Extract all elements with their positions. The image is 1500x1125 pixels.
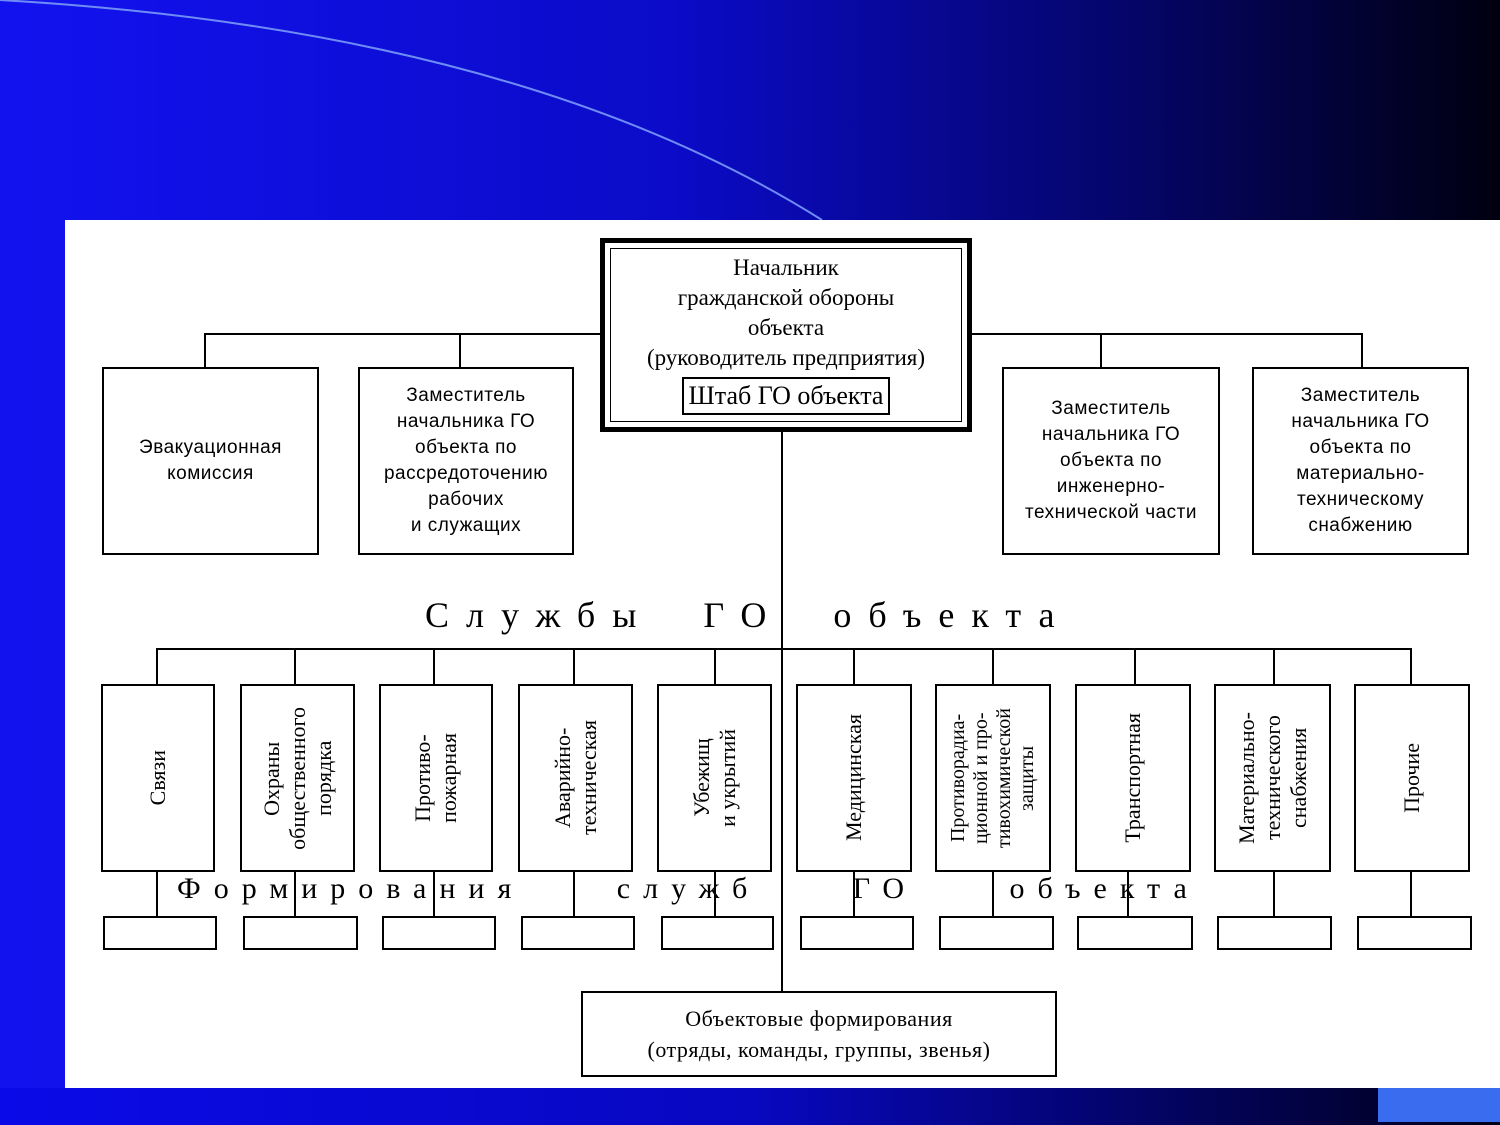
connector-fm-10 bbox=[1410, 872, 1412, 916]
connector-fm-4 bbox=[573, 872, 575, 916]
formations-heading: Формирования служб ГО объекта bbox=[177, 872, 1200, 905]
service-label: Аварийно- техническая bbox=[549, 720, 601, 836]
connector-svc-4 bbox=[573, 648, 575, 684]
deputy-supply-label: Заместитель начальника ГО объекта по мат… bbox=[1291, 385, 1430, 536]
object-formations-box: Объектовые формирования (отряды, команды… bbox=[581, 991, 1057, 1077]
connector-fm-3 bbox=[433, 872, 435, 916]
connector-svc-10 bbox=[1410, 648, 1412, 684]
formation-box bbox=[521, 916, 635, 950]
connector-drop-3 bbox=[1100, 333, 1102, 367]
formation-box bbox=[1217, 916, 1332, 950]
chief-title: Начальник гражданской обороны объекта (р… bbox=[646, 255, 926, 370]
service-box-medical: Медицинская bbox=[796, 684, 912, 872]
formation-box bbox=[661, 916, 774, 950]
shtab-box: Штаб ГО объекта bbox=[681, 377, 891, 415]
connector-fm-8 bbox=[1127, 872, 1129, 916]
service-label: Противо- пожарная bbox=[410, 733, 461, 823]
service-box-fire: Противо- пожарная bbox=[379, 684, 493, 872]
object-formations-label: Объектовые формирования (отряды, команды… bbox=[647, 1006, 991, 1062]
service-label: Медицинская bbox=[841, 714, 866, 842]
deputy-dispersal-label: Заместитель начальника ГО объекта по рас… bbox=[383, 385, 549, 536]
connector-svc-3 bbox=[433, 648, 435, 684]
deputy-engineering-label: Заместитель начальника ГО объекта по инж… bbox=[1025, 398, 1197, 523]
service-box-shelters: Убежищ и укрытий bbox=[657, 684, 772, 872]
deputy-supply-box: Заместитель начальника ГО объекта по мат… bbox=[1252, 367, 1469, 555]
service-label: Противорадиа- ционной и про- тивохимичес… bbox=[947, 707, 1038, 849]
service-label: Охраны общественного порядка bbox=[258, 706, 336, 850]
deputy-dispersal-box: Заместитель начальника ГО объекта по рас… bbox=[358, 367, 574, 555]
services-heading: Службы ГО объекта bbox=[425, 595, 1072, 635]
connector-fm-9 bbox=[1273, 872, 1275, 916]
connector-svc-6 bbox=[853, 648, 855, 684]
service-box-other: Прочие bbox=[1354, 684, 1470, 872]
connector-drop-4 bbox=[1361, 333, 1363, 367]
footer-band bbox=[0, 1088, 1500, 1125]
connector-fm-7 bbox=[992, 872, 994, 916]
connector-top-left bbox=[204, 333, 600, 335]
service-label: Прочие bbox=[1399, 743, 1424, 813]
service-box-communications: Связи bbox=[101, 684, 215, 872]
connector-svc-5 bbox=[714, 648, 716, 684]
org-chart-panel: Начальник гражданской обороны объекта (р… bbox=[65, 220, 1500, 1088]
connector-top-right bbox=[970, 333, 1363, 335]
formation-box bbox=[1077, 916, 1193, 950]
connector-drop-2 bbox=[459, 333, 461, 367]
service-box-emergency-technical: Аварийно- техническая bbox=[518, 684, 633, 872]
connector-svc-9 bbox=[1273, 648, 1275, 684]
connector-services-bus bbox=[156, 648, 1412, 650]
service-label: Транспортная bbox=[1120, 713, 1145, 843]
connector-fm-2 bbox=[294, 872, 296, 916]
formation-box bbox=[103, 916, 217, 950]
connector-svc-8 bbox=[1134, 648, 1136, 684]
formation-box bbox=[382, 916, 496, 950]
connector-fm-1 bbox=[156, 872, 158, 916]
formation-box bbox=[800, 916, 914, 950]
evacuation-commission-box: Эвакуационная комиссия bbox=[102, 367, 319, 555]
footer-accent-block bbox=[1378, 1088, 1500, 1122]
service-box-transport: Транспортная bbox=[1075, 684, 1191, 872]
connector-svc-1 bbox=[156, 648, 158, 684]
connector-trunk bbox=[781, 432, 783, 992]
service-label: Связи bbox=[145, 750, 170, 806]
formation-box bbox=[1357, 916, 1472, 950]
evacuation-commission-label: Эвакуационная комиссия bbox=[139, 437, 282, 484]
connector-svc-2 bbox=[294, 648, 296, 684]
service-box-radiation-chemical: Противорадиа- ционной и про- тивохимичес… bbox=[935, 684, 1051, 872]
formation-box bbox=[243, 916, 358, 950]
connector-fm-6 bbox=[853, 872, 855, 916]
chief-inner-frame: Начальник гражданской обороны объекта (р… bbox=[610, 248, 962, 422]
service-box-public-order: Охраны общественного порядка bbox=[240, 684, 355, 872]
connector-svc-7 bbox=[992, 648, 994, 684]
chief-box: Начальник гражданской обороны объекта (р… bbox=[600, 238, 972, 432]
formation-box bbox=[939, 916, 1054, 950]
service-label: Материально- технического снабжения bbox=[1233, 712, 1311, 844]
deputy-engineering-box: Заместитель начальника ГО объекта по инж… bbox=[1002, 367, 1220, 555]
decorative-arc bbox=[0, 0, 823, 221]
service-label: Убежищ и укрытий bbox=[688, 729, 740, 827]
connector-drop-1 bbox=[204, 333, 206, 367]
service-box-material-supply: Материально- технического снабжения bbox=[1214, 684, 1331, 872]
connector-fm-5 bbox=[714, 872, 716, 916]
